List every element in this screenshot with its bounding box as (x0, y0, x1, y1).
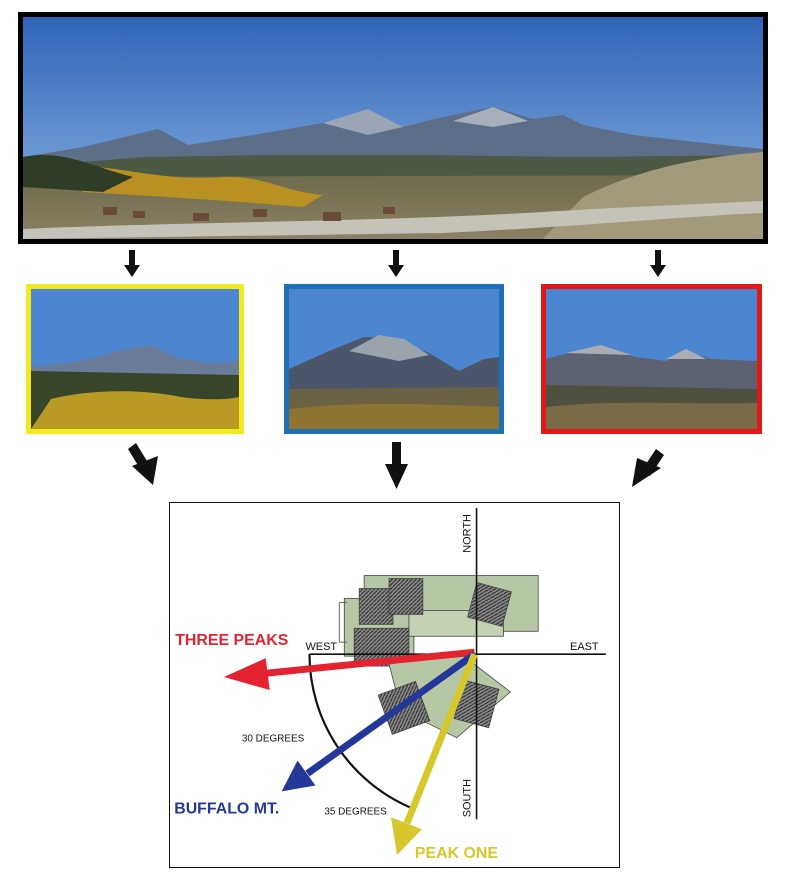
buffalo-mt-arrow (281, 651, 477, 792)
building-footprints (338, 575, 539, 739)
mountain-panorama-photo (18, 12, 768, 244)
right-crop-photo (541, 284, 762, 434)
left-crop-photo (26, 284, 244, 434)
down-arrow-icon (388, 250, 404, 277)
down-arrow-icon (650, 250, 666, 277)
compass-site-diagram: NORTH SOUTH EAST WEST 30 DEGREES 35 DEGR… (169, 502, 620, 868)
peak-one-label: PEAK ONE (415, 845, 498, 862)
west-label: WEST (305, 641, 337, 653)
angle-label-35: 35 DEGREES (324, 806, 387, 817)
three-peaks-arrow (223, 648, 475, 690)
diagonal-arrow-icon (632, 449, 664, 487)
diagonal-arrow-icon (128, 443, 158, 485)
angle-label-30: 30 DEGREES (242, 734, 305, 745)
peak-one-arrow (391, 652, 478, 856)
east-label: EAST (570, 641, 599, 653)
degree-arc (308, 654, 411, 809)
down-arrow-icon (124, 250, 140, 277)
buffalo-mt-label: BUFFALO MT. (174, 800, 279, 817)
down-arrow-icon (385, 442, 408, 489)
north-label: NORTH (462, 514, 474, 553)
three-peaks-label: THREE PEAKS (175, 632, 288, 649)
center-crop-photo (284, 284, 504, 434)
south-label: SOUTH (462, 779, 474, 817)
